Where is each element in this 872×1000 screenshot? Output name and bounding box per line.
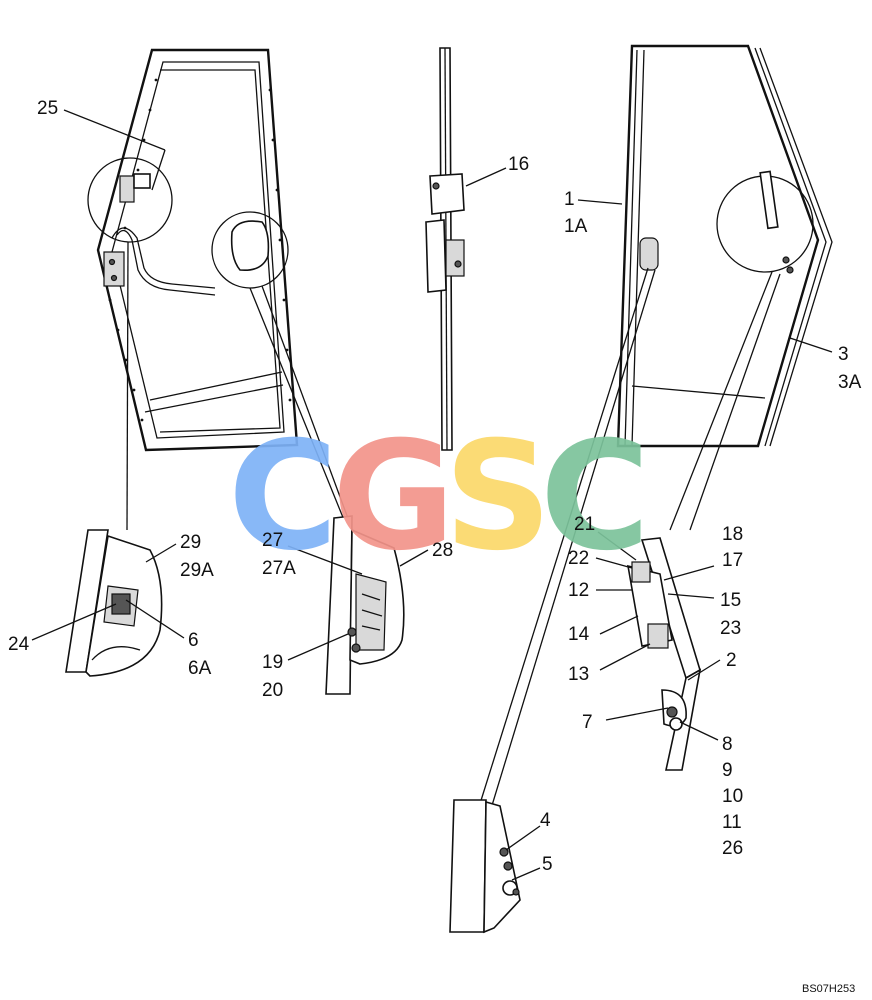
callout-15: 15 xyxy=(720,590,741,611)
callout-2: 2 xyxy=(726,650,737,671)
callout-3a: 3A xyxy=(838,372,862,393)
callout-16: 16 xyxy=(508,154,529,175)
callout-leaders xyxy=(31,109,833,881)
callout-27: 27 xyxy=(262,530,283,551)
callout-labels: 25 16 1 1A 3 3A 29 29A 24 6 6A 27 27A 28… xyxy=(8,98,862,995)
callout-24: 24 xyxy=(8,634,30,655)
callout-13: 13 xyxy=(568,664,589,685)
callout-25: 25 xyxy=(37,98,58,119)
callout-12: 12 xyxy=(568,580,589,601)
watermark-letter-g: G xyxy=(332,410,455,584)
latch-assembly-right xyxy=(626,537,702,771)
callout-1: 1 xyxy=(564,189,575,210)
callout-4: 4 xyxy=(540,810,551,831)
callout-29: 29 xyxy=(180,532,201,553)
callout-9: 9 xyxy=(722,760,733,781)
callout-6: 6 xyxy=(188,630,199,651)
callout-11: 11 xyxy=(722,812,742,833)
watermark-letter-c1: C xyxy=(228,410,338,584)
callout-18: 18 xyxy=(722,524,743,545)
callout-19: 19 xyxy=(262,652,283,673)
left-door-frame xyxy=(87,48,357,541)
center-seal-strip xyxy=(425,47,465,451)
latch-assembly-center xyxy=(325,515,405,695)
callout-10: 10 xyxy=(722,786,743,807)
callout-8: 8 xyxy=(722,734,733,755)
drawing-code: BS07H253 xyxy=(802,983,855,995)
callout-21: 21 xyxy=(574,514,595,535)
callout-29a: 29A xyxy=(180,560,214,581)
callout-23: 23 xyxy=(720,618,741,639)
callout-20: 20 xyxy=(262,680,283,701)
callout-3: 3 xyxy=(838,344,849,365)
callout-27a: 27A xyxy=(262,558,296,579)
watermark-letter-c2: C xyxy=(540,410,650,584)
callout-14: 14 xyxy=(568,624,590,645)
callout-17: 17 xyxy=(722,550,743,571)
callout-7: 7 xyxy=(582,712,593,733)
callout-26: 26 xyxy=(722,838,743,859)
callout-5: 5 xyxy=(542,854,553,875)
watermark: C G S C xyxy=(228,410,650,584)
callout-6a: 6A xyxy=(188,658,212,679)
callout-28: 28 xyxy=(432,540,453,561)
striker-assembly xyxy=(449,799,521,934)
watermark-letter-s: S xyxy=(444,410,552,584)
callout-1a: 1A xyxy=(564,216,588,237)
latch-assembly-left xyxy=(65,529,163,677)
callout-22: 22 xyxy=(568,548,589,569)
right-door-panel xyxy=(477,44,833,813)
